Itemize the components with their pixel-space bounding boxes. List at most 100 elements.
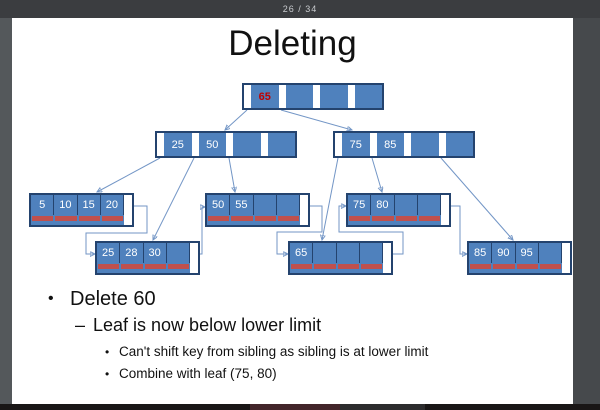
btree-leaf-25-30: 25 28 30 — [95, 241, 200, 275]
record-pointer-row — [290, 263, 383, 273]
viewer-right-margin — [573, 18, 600, 404]
page-indicator: 26 / 34 — [282, 4, 318, 14]
leaf-key-cell — [539, 243, 562, 263]
btree-internal-node-left: 25 50 — [155, 131, 297, 158]
record-pointer-row — [469, 263, 562, 273]
leaf-key-cell: 10 — [54, 195, 78, 215]
key-cell — [411, 133, 439, 156]
record-pointer — [101, 216, 123, 221]
record-pointer — [208, 216, 230, 221]
btree-leaf-85-95: 85 90 95 — [467, 241, 572, 275]
record-pointer — [493, 264, 515, 269]
record-pointer — [32, 216, 54, 221]
leaf-key-cell — [337, 243, 360, 263]
btree-root-node: 65 — [242, 83, 384, 110]
key-cell: 75 — [349, 138, 362, 151]
key-cell — [286, 85, 314, 108]
leaf-key-cell — [360, 243, 383, 263]
bullet-marker: – — [75, 315, 86, 335]
bullet-text: Leaf is now below lower limit — [93, 315, 322, 335]
record-pointer-row — [97, 263, 190, 273]
leaf-key-cell: 50 — [207, 195, 231, 215]
bullet-cant-shift-key: • Can't shift key from sibling as siblin… — [105, 344, 428, 359]
child-pointer-slot — [226, 133, 233, 156]
child-pointer-slot — [404, 133, 411, 156]
record-pointer — [144, 264, 166, 269]
record-pointer — [539, 264, 561, 269]
next-leaf-pointer-slot — [562, 243, 570, 273]
progress-bar[interactable] — [0, 404, 600, 410]
record-pointer — [291, 264, 313, 269]
leaf-key-cell: 80 — [371, 195, 395, 215]
leaf-key-cell — [418, 195, 441, 215]
record-pointer — [277, 216, 299, 221]
leaf-key-cell — [277, 195, 300, 215]
key-cell: 65 — [258, 90, 271, 103]
record-pointer — [314, 264, 336, 269]
key-cell — [320, 85, 348, 108]
next-leaf-pointer-slot — [124, 195, 132, 225]
record-pointer-row — [207, 215, 300, 225]
bullet-text: Delete 60 — [70, 288, 156, 310]
next-leaf-pointer-slot — [190, 243, 198, 273]
leaf-key-cell: 95 — [516, 243, 539, 263]
leaf-key-cell: 85 — [469, 243, 493, 263]
record-pointer — [78, 216, 100, 221]
leaf-key-cell: 20 — [101, 195, 124, 215]
record-pointer — [516, 264, 538, 269]
viewer-topbar: 26 / 34 — [0, 0, 600, 18]
key-cell — [268, 133, 296, 156]
record-pointer — [470, 264, 492, 269]
leaf-key-cell — [395, 195, 418, 215]
progress-segment-gray — [340, 404, 425, 410]
next-leaf-pointer-slot — [441, 195, 449, 225]
viewer-left-margin — [0, 18, 12, 404]
key-cell: 85 — [384, 138, 397, 151]
btree-internal-node-right: 75 85 — [333, 131, 475, 158]
bullet-combine-with-leaf: • Combine with leaf (75, 80) — [105, 366, 277, 381]
leaf-key-cell: 5 — [31, 195, 55, 215]
record-pointer — [55, 216, 77, 221]
child-pointer-slot — [369, 133, 377, 156]
btree-leaf-75-80: 75 80 — [346, 193, 451, 227]
key-cell: 25 — [171, 138, 184, 151]
slide-canvas: Deleting 65 25 — [12, 18, 573, 404]
bullet-text: Combine with leaf (75, 80) — [119, 366, 277, 381]
leaf-key-cell: 30 — [144, 243, 167, 263]
bullet-text: Can't shift key from sibling as sibling … — [119, 344, 429, 359]
bullet-delete-60: • Delete 60 — [48, 288, 156, 311]
leaf-key-cell: 65 — [290, 243, 314, 263]
child-pointer-slot — [157, 133, 164, 156]
progress-segment-red — [250, 404, 340, 410]
key-cell — [355, 85, 383, 108]
leaf-key-cell: 90 — [492, 243, 516, 263]
bullet-marker: • — [48, 290, 54, 307]
slide-title: Deleting — [228, 24, 357, 63]
record-pointer — [167, 264, 189, 269]
record-pointer — [254, 216, 276, 221]
child-pointer-slot — [278, 85, 286, 108]
leaf-key-cell: 28 — [120, 243, 144, 263]
next-leaf-pointer-slot — [300, 195, 308, 225]
child-pointer-slot — [347, 85, 355, 108]
leaf-key-cell: 75 — [348, 195, 372, 215]
leaf-key-cell — [254, 195, 277, 215]
leaf-key-cell — [167, 243, 190, 263]
btree-leaf-65: 65 — [288, 241, 393, 275]
btree-leaf-50-55: 50 55 — [205, 193, 310, 227]
bullet-marker: • — [105, 367, 110, 381]
record-pointer — [360, 264, 382, 269]
record-pointer — [418, 216, 440, 221]
bullet-leaf-below-limit: – Leaf is now below lower limit — [75, 315, 321, 336]
key-cell — [233, 133, 261, 156]
leaf-key-cell: 15 — [78, 195, 101, 215]
bullet-marker: • — [105, 345, 110, 359]
record-pointer — [337, 264, 359, 269]
child-pointer-slot — [335, 133, 342, 156]
next-leaf-pointer-slot — [383, 243, 391, 273]
record-pointer — [98, 264, 120, 269]
key-cell: 50 — [206, 138, 219, 151]
child-pointer-slot — [438, 133, 446, 156]
leaf-key-cell: 25 — [97, 243, 121, 263]
record-pointer-row — [31, 215, 124, 225]
